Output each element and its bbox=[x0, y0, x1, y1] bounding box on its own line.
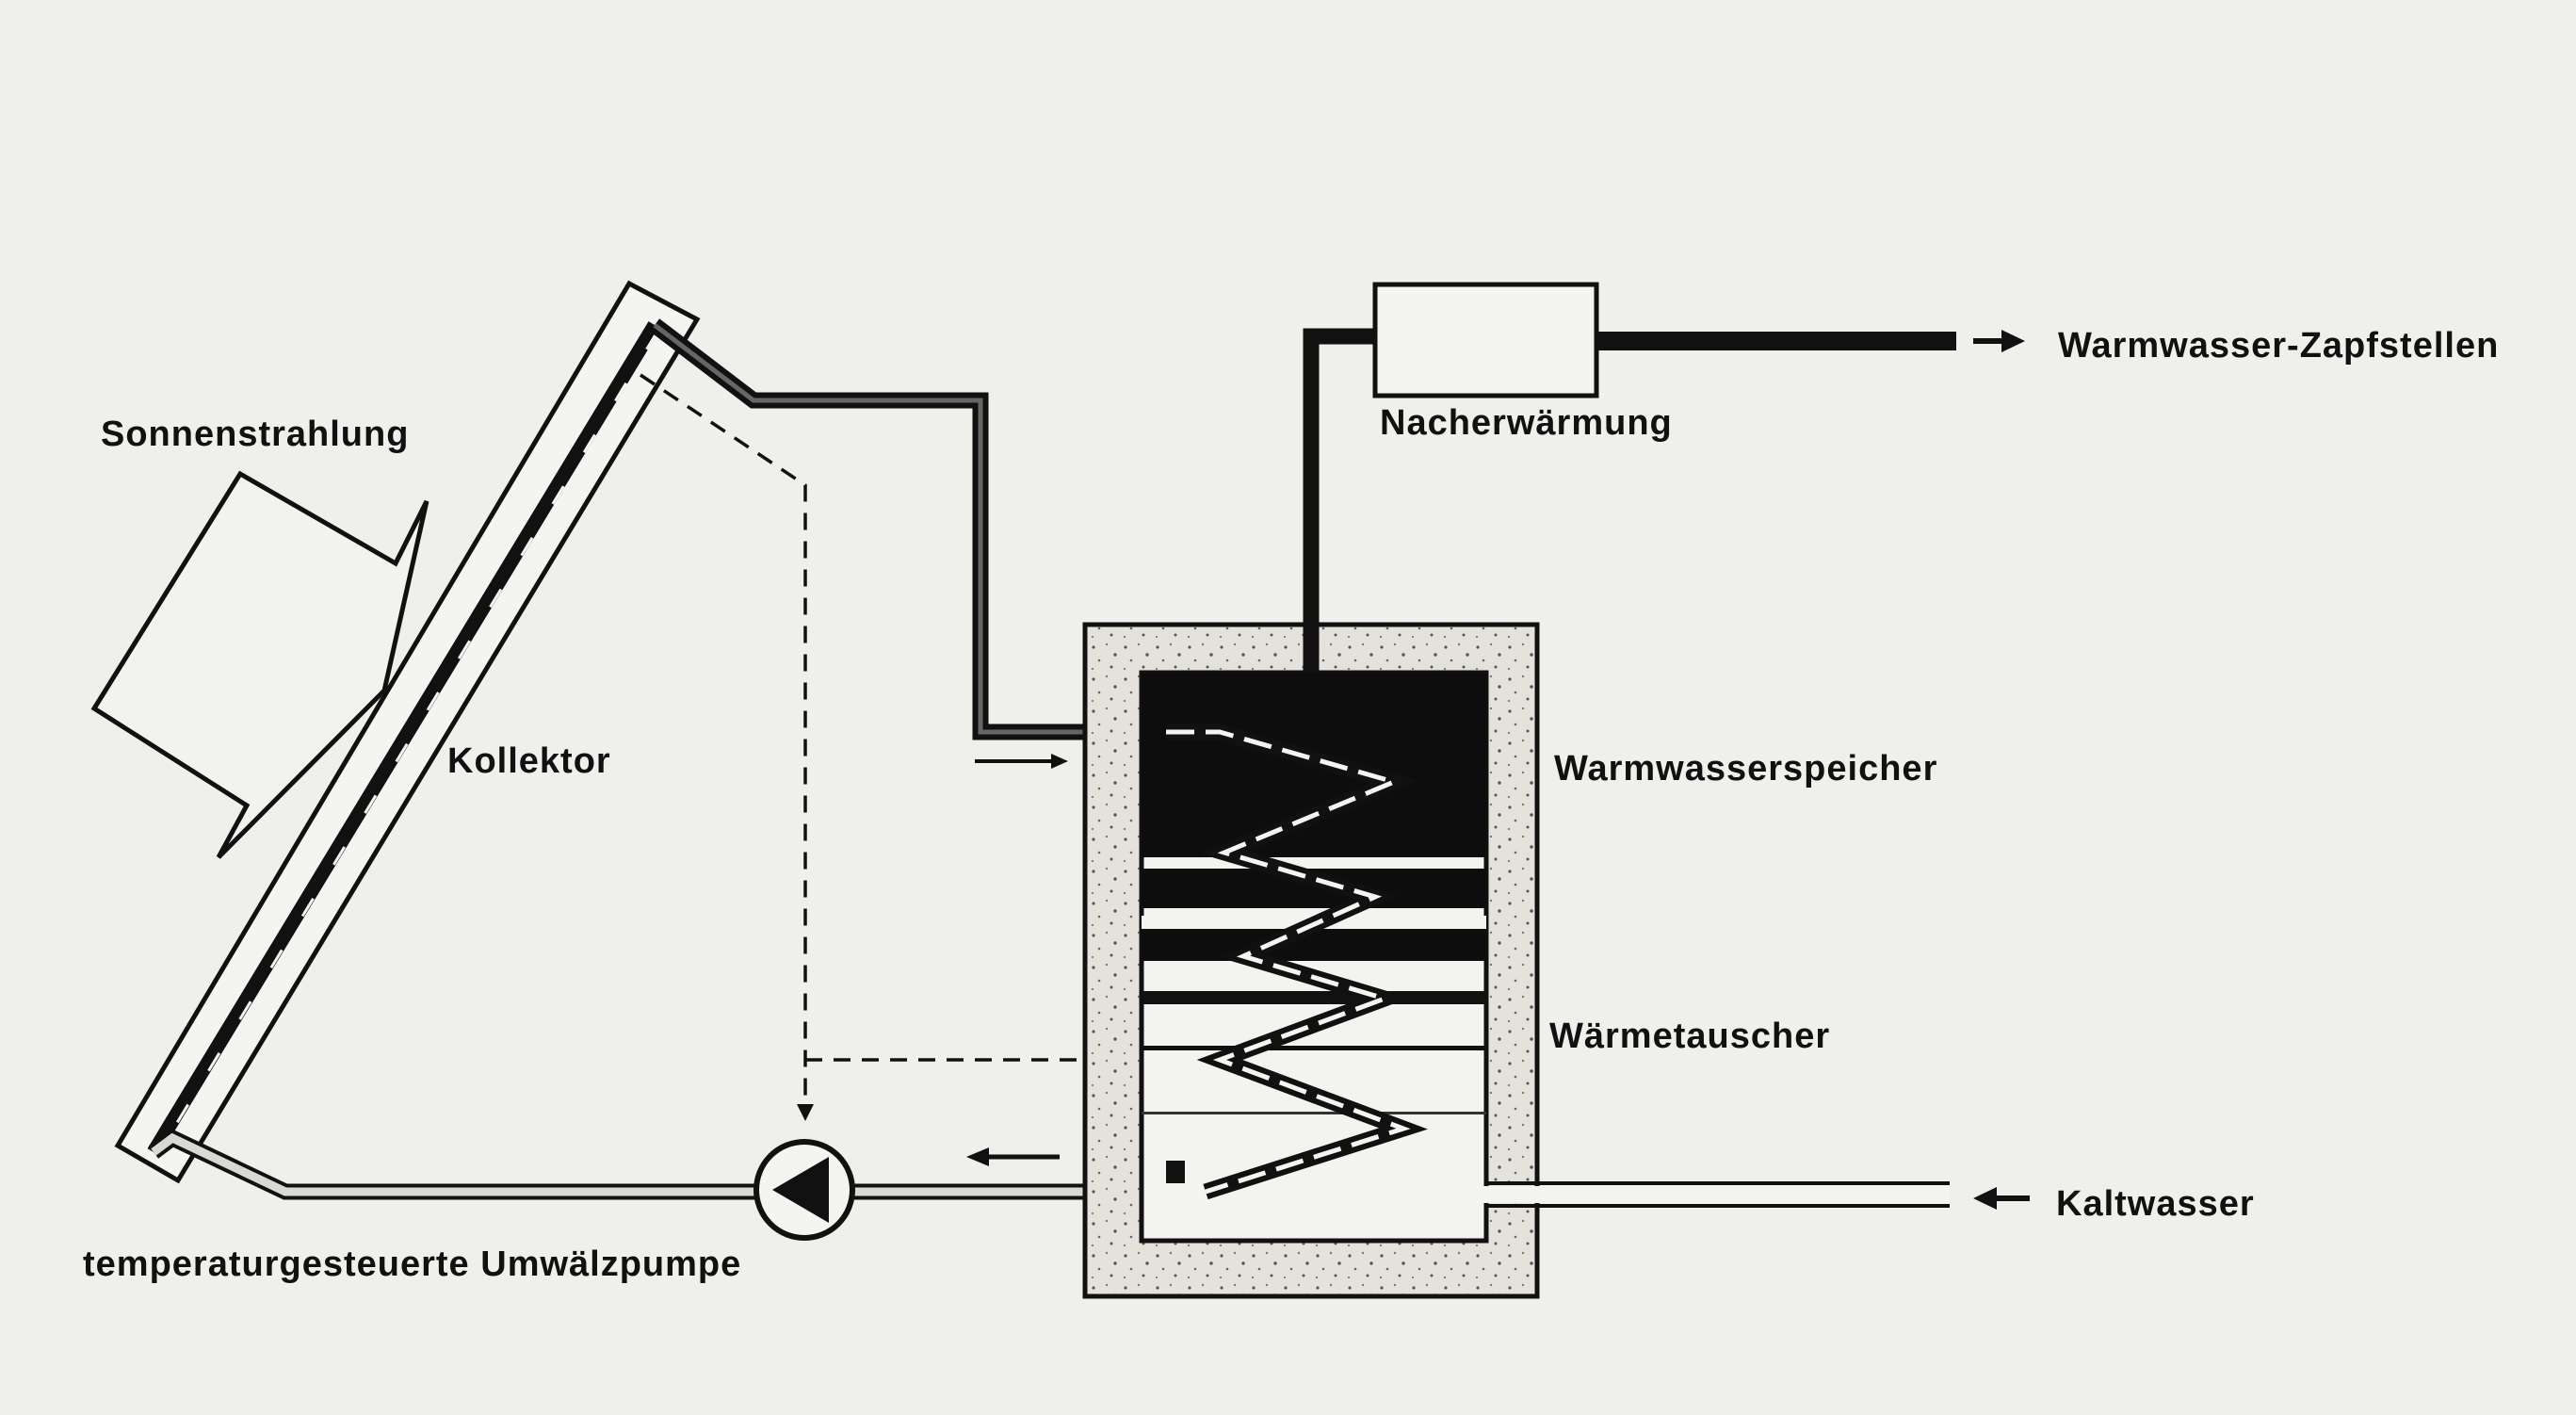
hot-water-outlets-label: Warmwasser-Zapfstellen bbox=[2058, 326, 2499, 366]
collector-return-pipe bbox=[148, 1129, 1215, 1200]
cold-water-arrow bbox=[1973, 1187, 2030, 1210]
flow-arrow-out bbox=[966, 1147, 1060, 1166]
hot-water-tank-label: Warmwasserspeicher bbox=[1554, 749, 1937, 789]
temperature-sensor bbox=[1166, 1161, 1185, 1183]
heat-exchanger-label: Wärmetauscher bbox=[1549, 1017, 1830, 1056]
collector-label: Kollektor bbox=[447, 741, 611, 781]
pump-label: temperaturgesteuerte Umwälzpumpe bbox=[83, 1244, 741, 1284]
hot-water-outlet-pipe bbox=[1303, 328, 1956, 673]
hot-water-tank bbox=[1082, 622, 1540, 1299]
cold-water-pipe bbox=[1483, 1181, 1950, 1208]
cold-water-label: Kaltwasser bbox=[2056, 1184, 2255, 1224]
collector-supply-pipe bbox=[649, 318, 1166, 740]
sun-radiation-label: Sonnenstrahlung bbox=[101, 415, 409, 454]
post-heating-label: Nacherwärmung bbox=[1380, 403, 1673, 443]
hot-water-outlet-arrow bbox=[1973, 330, 2025, 352]
post-heating-unit bbox=[1372, 282, 1599, 398]
flow-arrow-in bbox=[975, 754, 1068, 769]
circulation-pump bbox=[753, 1139, 855, 1241]
heat-exchanger-coil bbox=[1166, 724, 1428, 1200]
sun-radiation-arrow bbox=[90, 470, 429, 859]
control-line-arrowhead bbox=[797, 1104, 814, 1121]
collector-panel bbox=[114, 280, 701, 1184]
